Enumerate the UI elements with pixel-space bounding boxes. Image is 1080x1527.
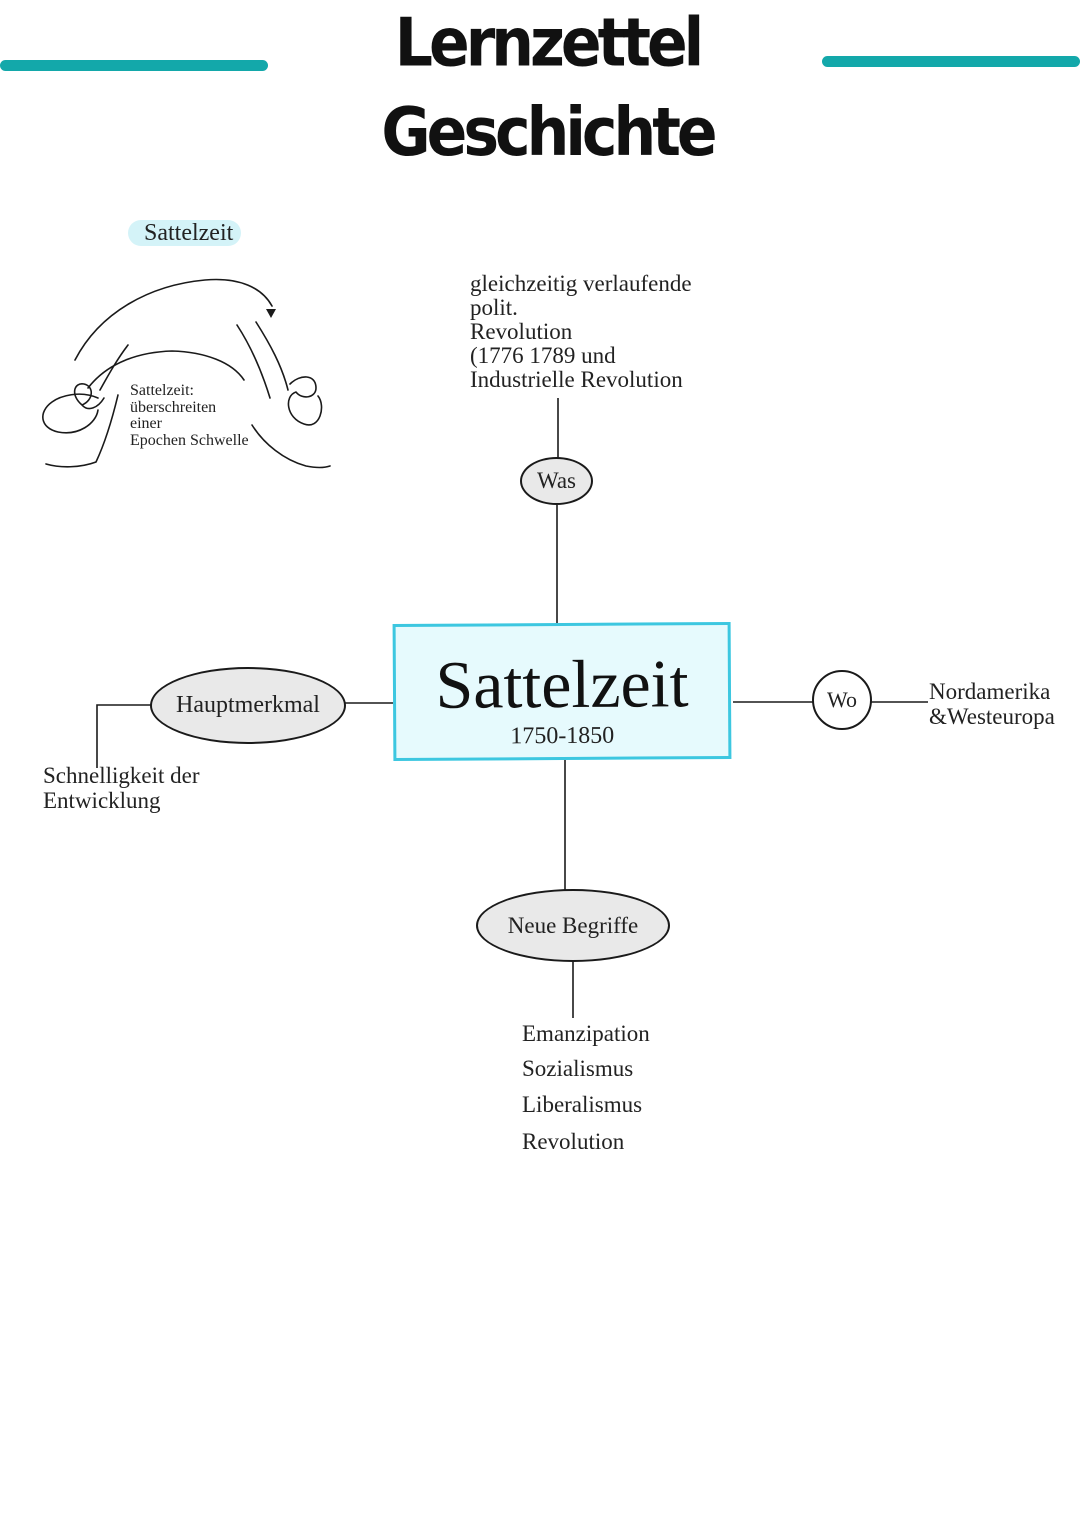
- term-list: Emanzipation Sozialismus Liberalismus Re…: [522, 1017, 650, 1160]
- saddle-right-knot: [287, 376, 323, 426]
- center-title: Sattelzeit: [435, 645, 689, 723]
- node-was-label: Was: [536, 468, 577, 493]
- term-item: Sozialismus: [522, 1056, 634, 1081]
- saddle-left-lower: [45, 394, 119, 468]
- node-wo: Wo: [812, 670, 872, 730]
- node-was: Was: [520, 457, 593, 505]
- saddle-right-line: [236, 324, 271, 399]
- node-wo-label: Wo: [826, 687, 857, 712]
- saddle-inner-arch: [87, 350, 245, 389]
- node-hauptmerkmal: Hauptmerkmal: [150, 667, 346, 744]
- line-left-text: [96, 704, 152, 768]
- saddle-right-lower: [251, 424, 331, 469]
- center-box: Sattelzeit 1750-1850: [392, 621, 732, 762]
- node-hauptmerkmal-label: Hauptmerkmal: [176, 692, 320, 718]
- term-item: Emanzipation: [522, 1021, 650, 1046]
- hauptmerkmal-description: Schnelligkeit der Entwicklung: [43, 763, 200, 813]
- node-neue-begriffe-label: Neue Begriffe: [507, 912, 639, 938]
- node-neue-begriffe: Neue Begriffe: [476, 889, 670, 962]
- saddle-left-line: [99, 344, 129, 391]
- center-subtitle: 1750-1850: [510, 722, 615, 750]
- title-bar-left: [0, 60, 268, 71]
- title-bar-right: [822, 56, 1080, 67]
- what-description: gleichzeitig verlaufende polit. Revoluti…: [470, 271, 692, 392]
- term-item: Revolution: [522, 1129, 625, 1154]
- saddle-arrow-curve: [74, 278, 273, 361]
- arrow-head-icon: [266, 309, 276, 318]
- term-item: Liberalismus: [522, 1092, 643, 1117]
- sketch-note: Sattelzeit: überschreiten einer Epochen …: [130, 382, 249, 449]
- page-title: Lernzettel Geschichte: [381, 4, 717, 172]
- saddle-right-line-2: [255, 321, 289, 391]
- sketch-label: Sattelzeit: [128, 220, 242, 246]
- saddle-left-knot: [42, 383, 105, 434]
- wo-description: Nordamerika &Westeuropa: [929, 679, 1055, 729]
